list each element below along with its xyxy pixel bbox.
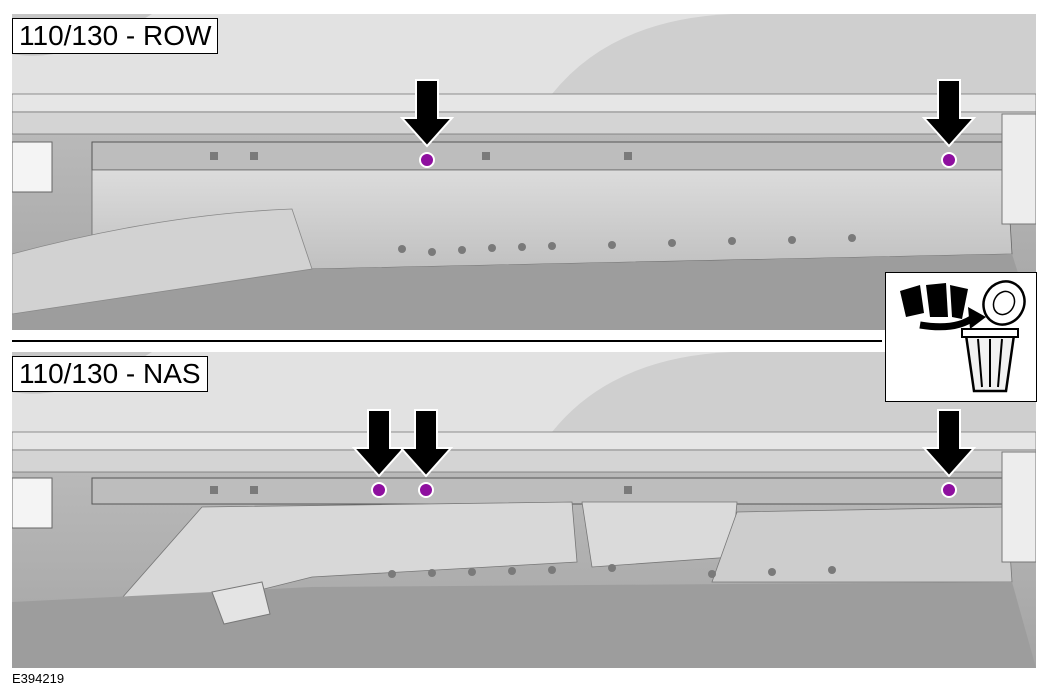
reference-code: E394219: [12, 671, 65, 686]
discard-fastener-icon: [900, 280, 1026, 393]
panel-nas-illustration: [12, 352, 1036, 668]
panel-row-illustration: [12, 14, 1036, 330]
panel-label-nas: 110/130 - NAS: [12, 356, 208, 392]
discard-fastener-symbol: [885, 272, 1037, 402]
panel-divider: [12, 340, 882, 342]
panel-label-row: 110/130 - ROW: [12, 18, 219, 54]
